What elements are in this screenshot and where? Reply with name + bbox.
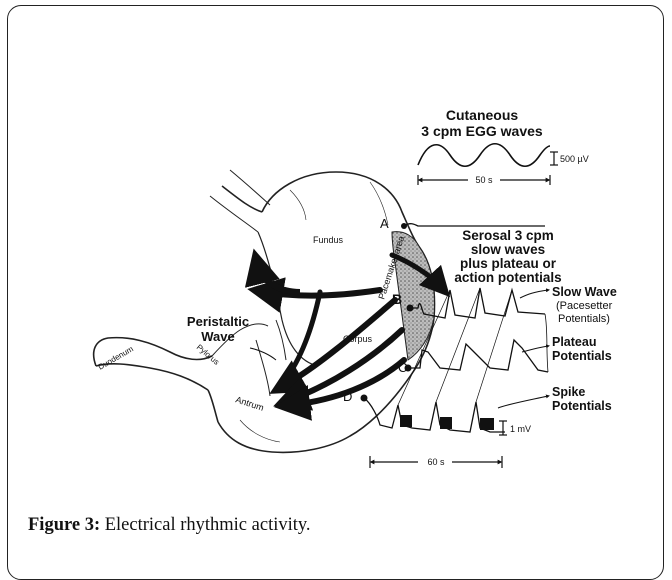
egg-title-line1: Cutaneous (446, 107, 519, 123)
serosal-line1: Serosal 3 cpm (462, 228, 554, 243)
spike-amplitude-bar (499, 421, 507, 435)
fundus-arrow (258, 266, 300, 292)
slow-wave-line3: Potentials) (558, 313, 610, 325)
figure-caption-text: Electrical rhythmic activity. (105, 515, 311, 535)
fundus-label: Fundus (313, 235, 344, 245)
point-c-label: C (398, 360, 407, 375)
trace-a (404, 224, 545, 226)
slow-wave-line2: (Pacesetter (556, 300, 613, 312)
duodenum-label: Duodenum (97, 344, 136, 372)
corpus-label: Corpus (343, 334, 373, 344)
spike-scale-label: 1 mV (510, 424, 531, 434)
peristaltic-line2: Wave (201, 329, 234, 344)
pylorus-label: Pylorus (195, 343, 221, 367)
antrum-label: Antrum (234, 394, 265, 412)
egg-scale-label: 500 µV (560, 154, 589, 164)
egg-title-line2: 3 cpm EGG waves (421, 123, 543, 139)
egg-time-label: 50 s (475, 175, 493, 185)
trace-time-label: 60 s (427, 457, 445, 467)
point-d-label: D (343, 389, 352, 404)
point-a-label: A (380, 216, 389, 231)
serosal-line4: action potentials (454, 270, 561, 285)
spike-line2: Potentials (552, 399, 612, 413)
figure-caption-label: Figure 3: (28, 515, 100, 535)
slow-wave-line1: Slow Wave (552, 285, 617, 299)
figure-caption: Figure 3: Electrical rhythmic activity. (28, 515, 311, 536)
egg-waveform (418, 144, 550, 167)
plateau-line2: Potentials (552, 349, 612, 363)
peristaltic-line1: Peristaltic (187, 314, 249, 329)
plateau-line1: Plateau (552, 335, 596, 349)
serosal-line2: slow waves (471, 242, 545, 257)
egg-amplitude-bar (550, 152, 558, 165)
point-b-label: B (392, 291, 402, 307)
serosal-line3: plus plateau or (460, 256, 557, 271)
spike-line1: Spike (552, 385, 585, 399)
